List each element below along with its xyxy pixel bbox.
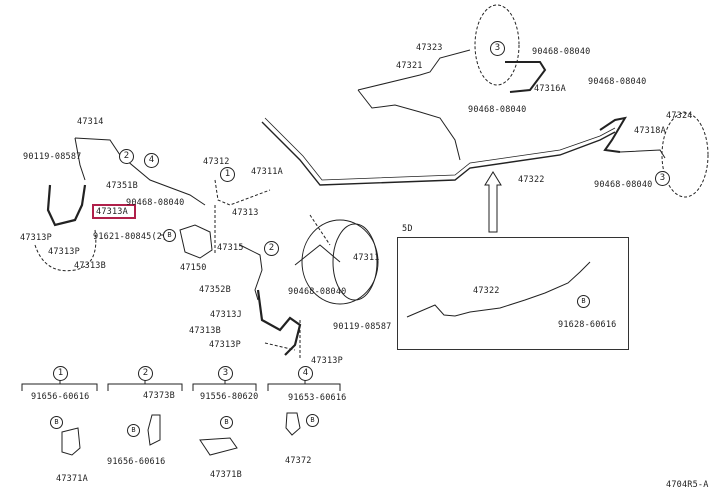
part-label-47315[interactable]: 47315: [217, 243, 244, 253]
part-label-47150[interactable]: 47150: [180, 263, 207, 273]
part-label-91628[interactable]: 91628-60616: [558, 320, 617, 330]
part-label-90468-b[interactable]: 90468-08040: [288, 287, 347, 297]
brake-hose-47313a: [46, 184, 87, 227]
group-callout-2: 2: [138, 366, 153, 381]
part-label-47322[interactable]: 47322: [518, 175, 545, 185]
inset-pointer-arrow: [484, 171, 502, 233]
part-label-47313[interactable]: 47313: [232, 208, 259, 218]
part-label-47312[interactable]: 47312: [203, 157, 230, 167]
part-label-47321[interactable]: 47321: [396, 61, 423, 71]
part-label-47352b[interactable]: 47352B: [199, 285, 231, 295]
group-4-bolt-part[interactable]: 91653-60616: [288, 393, 347, 403]
part-label-90468-c[interactable]: 90468-08040: [532, 47, 591, 57]
bolt-callout-b-inset: B: [577, 295, 590, 308]
brake-booster-47311: [301, 219, 379, 305]
part-label-90119-a[interactable]: 90119-08587: [23, 152, 82, 162]
group-bracket-1: [21, 383, 98, 391]
brake-tube-47322: [261, 121, 616, 186]
part-label-47318a[interactable]: 47318A: [634, 126, 666, 136]
group-bracket-3: [192, 383, 257, 391]
part-label-90468-f[interactable]: 90468-08040: [594, 180, 653, 190]
part-label-47324[interactable]: 47324: [666, 111, 693, 121]
group-4-bolt-b: B: [306, 414, 319, 427]
callout-2-front-left: 2: [119, 149, 134, 164]
callout-3-rear-right: 3: [655, 171, 670, 186]
part-label-47313p-b[interactable]: 47313P: [48, 247, 80, 257]
part-label-47316a[interactable]: 47316A: [534, 84, 566, 94]
inset-tube-47322: [406, 261, 591, 318]
callout-2-front-right: 2: [264, 241, 279, 256]
part-label-47323[interactable]: 47323: [416, 43, 443, 53]
part-label-47313j[interactable]: 47313J: [210, 310, 242, 320]
inset-box-5d: [397, 237, 629, 350]
callout-3-rear-left: 3: [490, 41, 505, 56]
part-label-47311[interactable]: 47311: [353, 253, 380, 263]
clip-47373b: [147, 414, 161, 446]
group-callout-4: 4: [298, 366, 313, 381]
part-label-47313b-a[interactable]: 47313B: [74, 261, 106, 271]
part-label-90468-e[interactable]: 90468-08040: [588, 77, 647, 87]
part-label-47322-inset[interactable]: 47322: [473, 286, 500, 296]
part-label-47313b-b[interactable]: 47313B: [189, 326, 221, 336]
clip-47372: [285, 412, 301, 436]
group-3-part[interactable]: 47371B: [210, 470, 242, 480]
rear-left-backing-plate: [474, 4, 520, 86]
group-3-bolt-part[interactable]: 91556-80620: [200, 392, 259, 402]
part-label-90468-a[interactable]: 90468-08040: [126, 198, 185, 208]
clip-47371b: [199, 437, 238, 456]
clip-47371a: [61, 427, 81, 456]
brake-hose-47318a: [599, 116, 628, 153]
group-2-bolt-b: B: [127, 424, 140, 437]
brake-tube-47322-parallel: [264, 117, 616, 181]
brake-hose-47313j: [256, 289, 302, 356]
highlight-box-47313a: [92, 204, 136, 219]
part-label-47313p-d[interactable]: 47313P: [311, 356, 343, 366]
brake-tube-47315: [239, 244, 263, 301]
brake-tube-rear-branch: [357, 89, 461, 161]
group-4-part[interactable]: 47372: [285, 456, 312, 466]
brake-hose-47316a: [505, 61, 547, 93]
group-1-part[interactable]: 47371A: [56, 474, 88, 484]
part-label-90468-d[interactable]: 90468-08040: [468, 105, 527, 115]
group-bracket-2: [107, 383, 183, 391]
part-label-90119-b[interactable]: 90119-08587: [333, 322, 392, 332]
group-1-bolt-b: B: [50, 416, 63, 429]
part-label-47313a[interactable]: 47313A: [96, 207, 128, 217]
rear-right-backing-plate: [661, 112, 709, 198]
callout-1-front: 1: [220, 167, 235, 182]
callout-4-front-left: 4: [144, 153, 159, 168]
brake-tube-47321: [357, 49, 471, 91]
diagram-code: 4704R5-A: [666, 480, 709, 490]
part-label-47311a[interactable]: 47311A: [251, 167, 283, 177]
part-label-91621[interactable]: 91621-80845(2): [93, 232, 168, 242]
part-label-47313p-a[interactable]: 47313P: [20, 233, 52, 243]
group-callout-3: 3: [218, 366, 233, 381]
group-callout-1: 1: [53, 366, 68, 381]
group-2-bolt-part[interactable]: 91656-60616: [107, 457, 166, 467]
brake-tube-47314: [74, 137, 206, 206]
group-2-part[interactable]: 47373B: [143, 391, 175, 401]
group-3-bolt-b: B: [220, 416, 233, 429]
part-label-47313p-c[interactable]: 47313P: [209, 340, 241, 350]
part-label-47351b[interactable]: 47351B: [106, 181, 138, 191]
group-1-bolt-part[interactable]: 91656-60616: [31, 392, 90, 402]
inset-label: 5D: [402, 224, 413, 234]
bolt-callout-b-abs: B: [163, 229, 176, 242]
abs-actuator-47150: [179, 224, 213, 259]
group-bracket-4: [267, 383, 341, 391]
part-label-47314[interactable]: 47314: [77, 117, 104, 127]
